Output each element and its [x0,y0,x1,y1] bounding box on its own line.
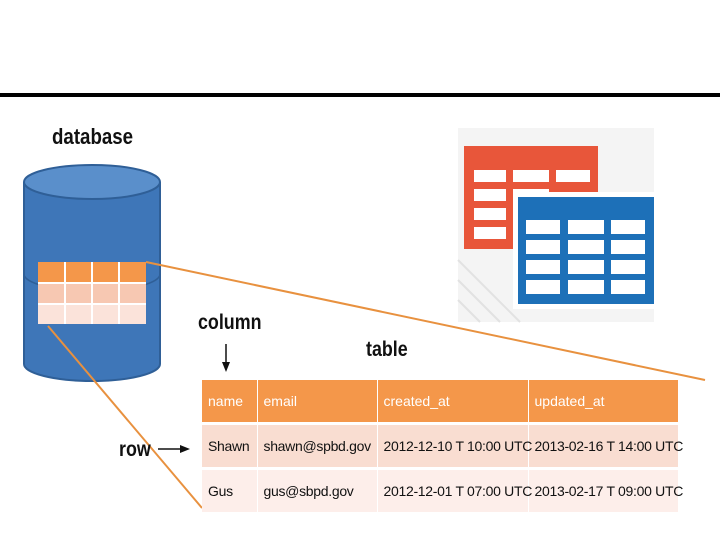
down-arrow-icon [222,344,230,372]
table-cell: 2013-02-17 T 09:00 UTC [528,467,683,512]
column-label: column [198,311,262,334]
column-header: created_at [377,380,529,424]
row-label: row [119,438,151,461]
column-header: email [257,380,378,424]
table-cell: Shawn [202,422,258,469]
mini-table-icon [38,262,146,324]
top-divider [0,93,720,97]
table-row: Gus gus@sbpd.gov 2012-12-01 T 07:00 UTC … [202,467,683,512]
spreadsheet-icon-blue [513,192,659,309]
table-cell: 2012-12-01 T 07:00 UTC [377,467,532,512]
table-cell: 2013-02-16 T 14:00 UTC [528,422,683,469]
table-label: table [366,338,408,361]
column-header: updated_at [528,380,679,424]
table-cell: 2012-12-10 T 10:00 UTC [377,422,532,469]
database-label: database [52,124,134,149]
table-cell: Gus [202,467,258,512]
table-cell: shawn@spbd.gov [257,422,378,469]
callout-lines [47,261,706,509]
column-header: name [202,380,258,424]
table-cell: gus@sbpd.gov [257,467,378,512]
table-header-row: name email created_at updated_at [202,380,679,424]
data-table: name email created_at updated_at Shawn s… [202,380,683,512]
table-row: Shawn shawn@spbd.gov 2012-12-10 T 10:00 … [202,422,683,469]
right-arrow-icon [158,445,190,453]
